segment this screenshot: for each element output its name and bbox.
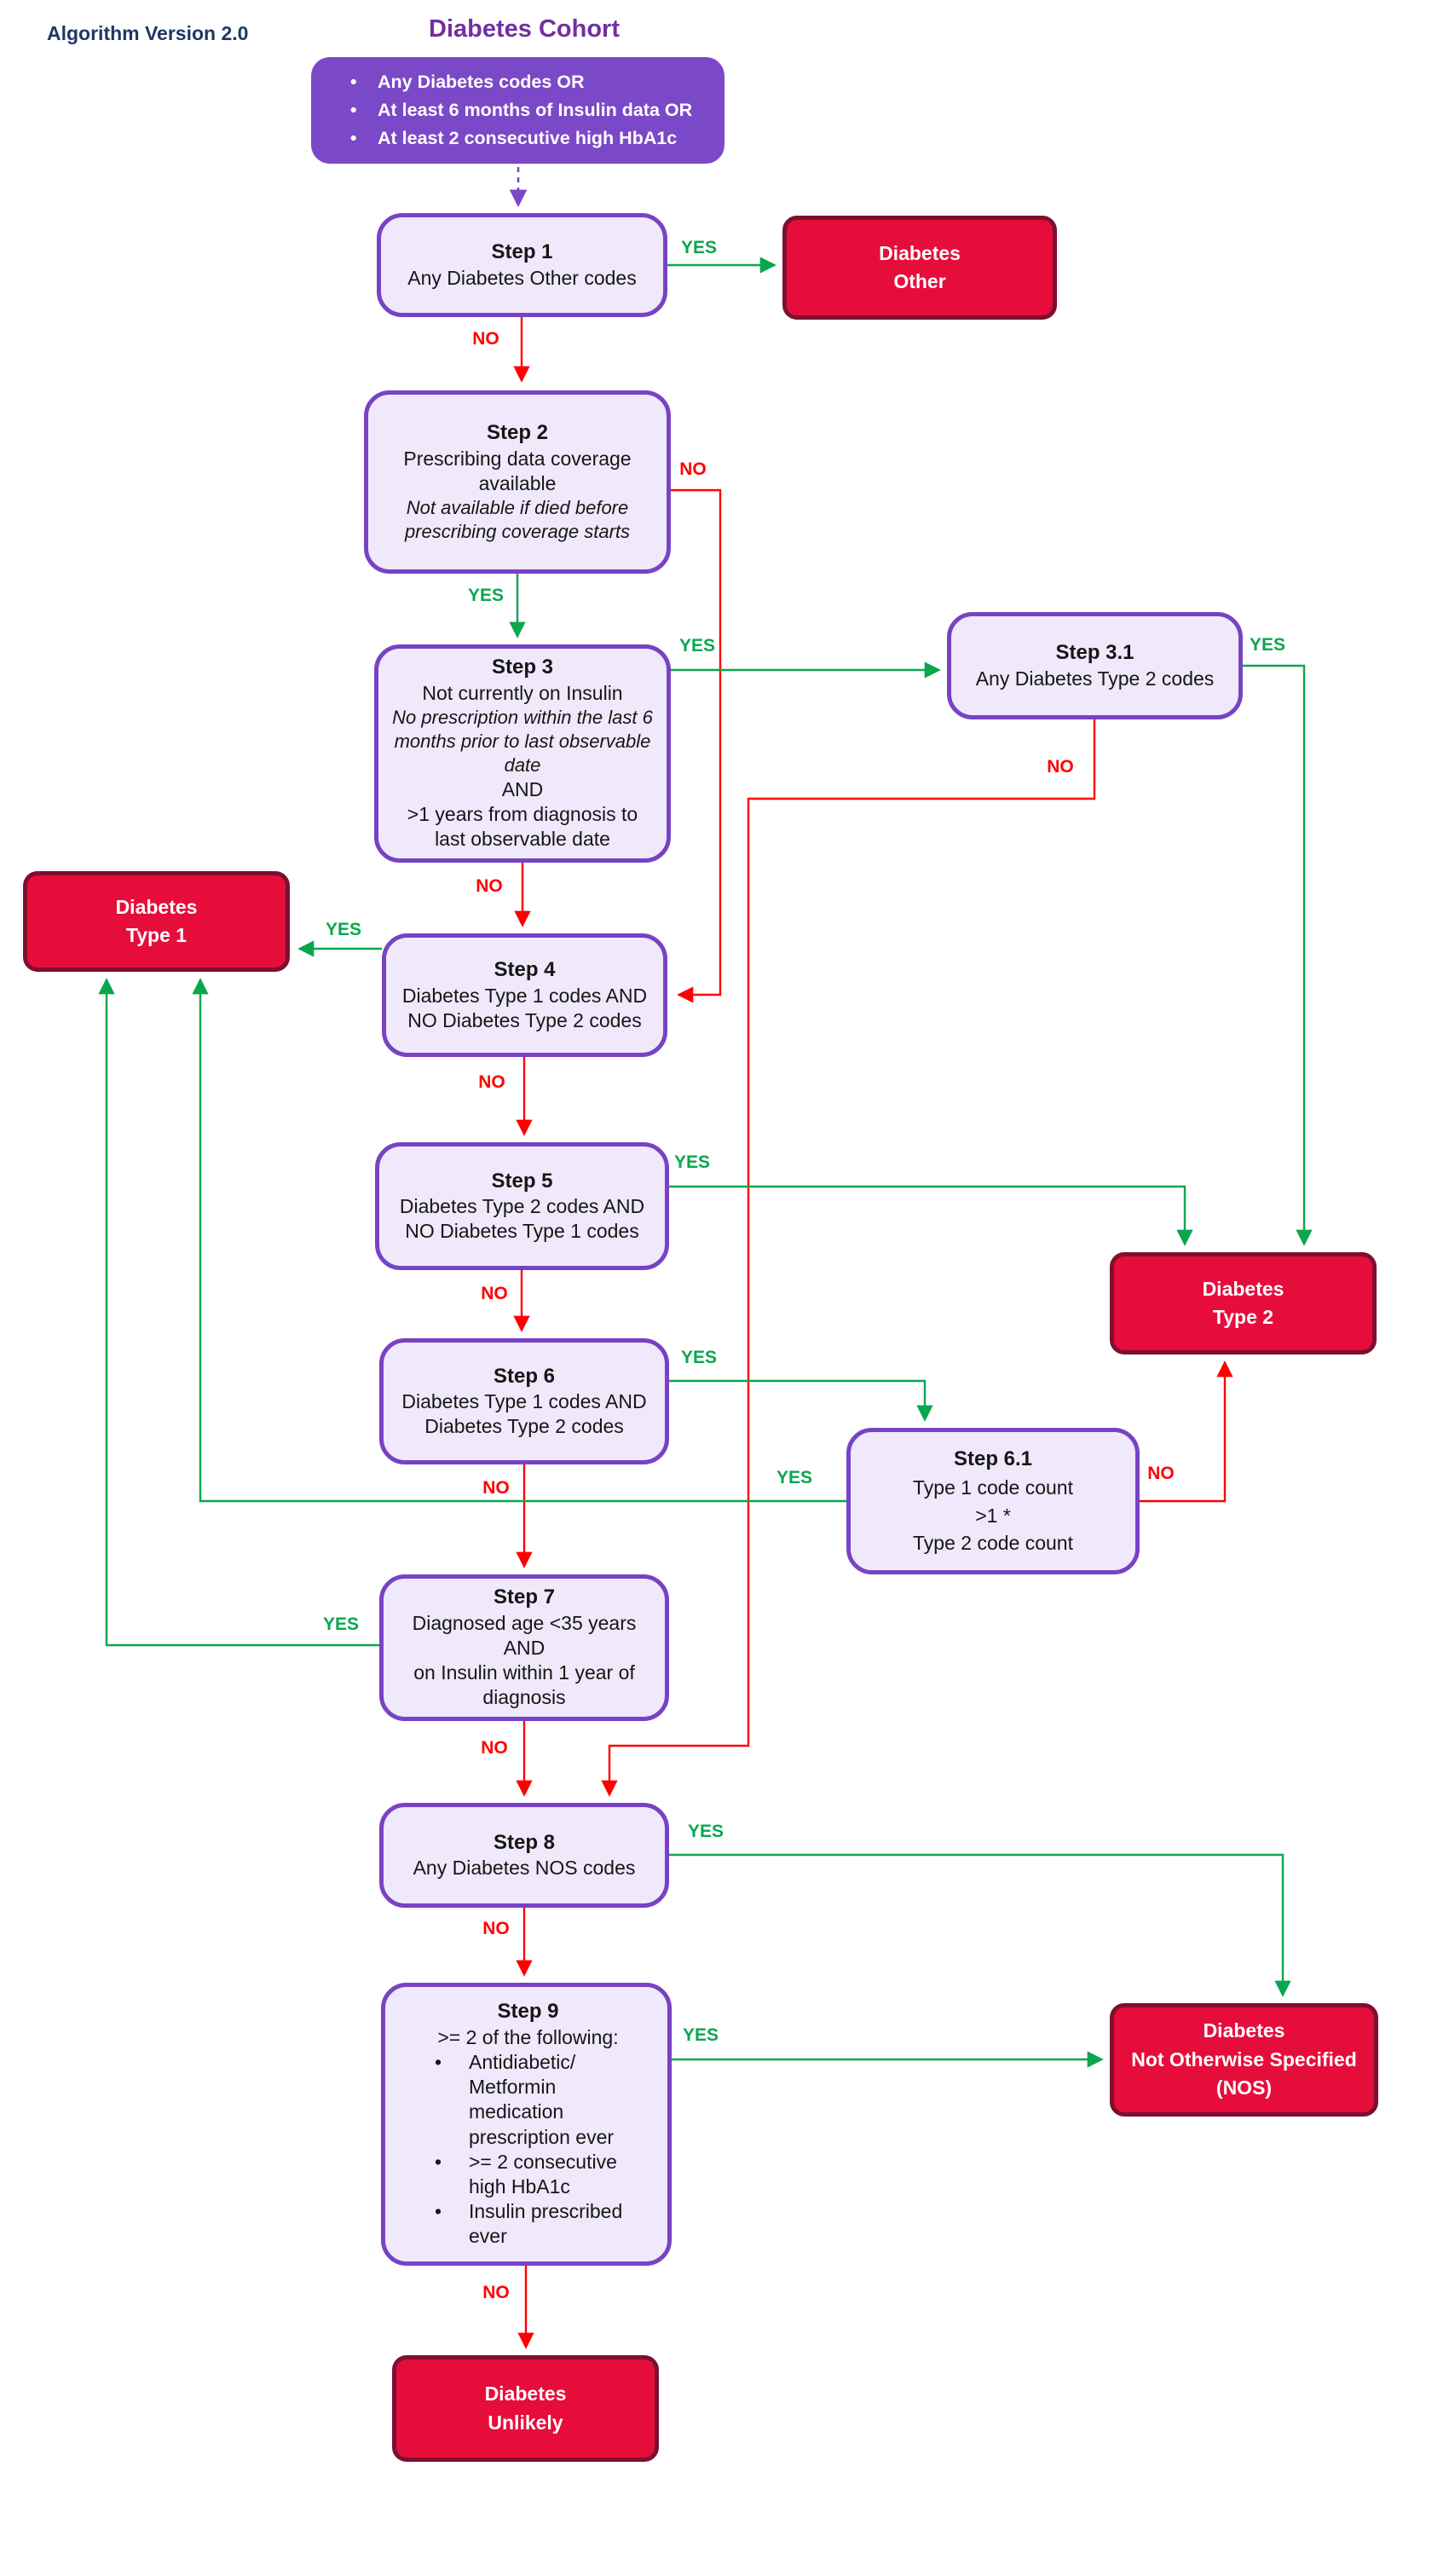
edge-step3-1-yes — [1243, 664, 1313, 1246]
step-4-text: Diabetes Type 1 codes AND NO Diabetes Ty… — [401, 984, 648, 1031]
step-6-1-ratio: >1 * — [975, 1504, 1011, 1527]
entry-bullet: Any Diabetes codes OR — [347, 68, 711, 96]
edge-label-step6-no: NO — [482, 1478, 510, 1498]
step-5-title: Step 5 — [491, 1169, 553, 1193]
edge-label-step3-yes: YES — [678, 636, 716, 656]
step-4-title: Step 4 — [494, 958, 556, 982]
step-8-title: Step 8 — [493, 1830, 556, 1854]
edge-label-step3-1-yes: YES — [1249, 635, 1286, 655]
step-3-note: No prescription within the last 6 months… — [392, 707, 653, 776]
outcome-unlikely-line: Diabetes — [484, 2383, 567, 2406]
edge-label-step1-no: NO — [472, 329, 499, 349]
step-5-text: Diabetes Type 2 codes AND NO Diabetes Ty… — [399, 1195, 645, 1243]
edge-label-step7-yes: YES — [322, 1614, 360, 1634]
step-6-1-title: Step 6.1 — [953, 1447, 1033, 1470]
step-1-title: Step 1 — [491, 240, 553, 264]
step-3-text: Not currently on Insulin — [422, 681, 623, 704]
step-7-box: Step 7 Diagnosed age <35 years AND on In… — [379, 1574, 669, 1721]
edge-label-step9-yes: YES — [682, 2025, 719, 2045]
outcome-type1-line: Diabetes — [115, 895, 198, 918]
step-2-title: Step 2 — [486, 421, 549, 445]
step-3-title: Step 3 — [491, 656, 554, 679]
step-4-box: Step 4 Diabetes Type 1 codes AND NO Diab… — [382, 933, 667, 1057]
step-7-text: Diagnosed age <35 years — [412, 1611, 637, 1634]
algorithm-version-label: Algorithm Version 2.0 — [47, 22, 249, 44]
outcome-type1-line: Type 1 — [125, 924, 188, 946]
outcome-diabetes-other: Diabetes Other — [782, 216, 1057, 320]
edge-label-step5-no: NO — [481, 1284, 508, 1303]
outcome-nos-line: Diabetes — [1203, 2019, 1285, 2042]
step-5-box: Step 5 Diabetes Type 2 codes AND NO Diab… — [375, 1142, 669, 1270]
step-6-text: Diabetes Type 1 codes AND Diabetes Type … — [401, 1390, 647, 1438]
edge-step5-yes — [669, 1185, 1193, 1246]
step-9-box: Step 9 >= 2 of the following: Antidiabet… — [381, 1983, 672, 2266]
step-6-box: Step 6 Diabetes Type 1 codes AND Diabete… — [379, 1338, 669, 1464]
outcome-type2-line: Type 2 — [1212, 1306, 1274, 1328]
outcome-diabetes-unlikely: Diabetes Unlikely — [392, 2355, 659, 2462]
step-7-text2: on Insulin within 1 year of diagnosis — [413, 1661, 635, 1709]
step-2-text: Prescribing data coverage available — [403, 447, 632, 494]
entry-bullet: At least 2 consecutive high HbA1c — [347, 124, 711, 153]
step-8-box: Step 8 Any Diabetes NOS codes — [379, 1803, 669, 1908]
edge-label-step8-yes: YES — [687, 1822, 724, 1841]
edge-step6-1-no — [1140, 1360, 1233, 1503]
step-3-1-title: Step 3.1 — [1055, 641, 1134, 665]
step-8-text: Any Diabetes NOS codes — [413, 1857, 636, 1880]
edge-step6-1-yes — [192, 978, 846, 1503]
edge-label-step4-yes: YES — [325, 920, 362, 939]
edge-label-step4-no: NO — [478, 1072, 505, 1092]
step-9-bullet: >= 2 consecutive high HbA1c — [433, 2150, 652, 2199]
edge-step8-yes — [669, 1853, 1291, 1997]
outcome-other-line: Diabetes — [879, 241, 961, 264]
edge-label-step9-no: NO — [482, 2283, 510, 2302]
outcome-other-line: Other — [893, 270, 946, 292]
edge-label-step6-1-yes: YES — [776, 1468, 813, 1487]
step-3-1-box: Step 3.1 Any Diabetes Type 2 codes — [947, 612, 1243, 719]
step-7-and: AND — [503, 1637, 546, 1660]
edge-step3-1-no — [601, 719, 1096, 1797]
step-9-bullet: Antidiabetic/ Metformin medication presc… — [433, 2050, 652, 2150]
edge-step6-yes — [669, 1379, 933, 1422]
step-6-1-box: Step 6.1 Type 1 code count >1 * Type 2 c… — [846, 1428, 1140, 1574]
outcome-type2-line: Diabetes — [1202, 1277, 1284, 1300]
edge-label-step6-1-no: NO — [1147, 1464, 1175, 1483]
edge-label-step2-yes: YES — [467, 586, 505, 605]
edge-label-step6-yes: YES — [680, 1348, 718, 1367]
outcome-diabetes-type2: Diabetes Type 2 — [1110, 1252, 1377, 1354]
step-3-box: Step 3 Not currently on Insulin No presc… — [374, 644, 671, 863]
outcome-nos-line: (NOS) — [1215, 2076, 1273, 2099]
step-6-1-text2: Type 2 code count — [913, 1532, 1073, 1555]
edge-label-step7-no: NO — [481, 1738, 508, 1758]
step-9-bullet: Insulin prescribed ever — [433, 2199, 652, 2249]
edge-step7-yes — [98, 978, 379, 1647]
step-2-box: Step 2 Prescribing data coverage availab… — [364, 390, 671, 574]
step-3-1-text: Any Diabetes Type 2 codes — [975, 667, 1215, 690]
step-6-1-text: Type 1 code count — [913, 1476, 1073, 1499]
edge-label-step1-yes: YES — [680, 238, 718, 257]
edge-step2-no — [671, 488, 722, 1003]
edge-label-step2-no: NO — [679, 459, 707, 479]
edge-label-step3-no: NO — [476, 876, 503, 896]
step-3-text2: >1 years from diagnosis to last observab… — [407, 803, 638, 851]
edge-label-step5-yes: YES — [673, 1152, 711, 1172]
edge-label-step3-1-no: NO — [1047, 757, 1074, 777]
page-title: Diabetes Cohort — [429, 15, 620, 43]
step-7-title: Step 7 — [493, 1585, 556, 1609]
entry-criteria-box: Any Diabetes codes OR At least 6 months … — [311, 57, 724, 164]
outcome-diabetes-nos: Diabetes Not Otherwise Specified (NOS) — [1110, 2003, 1378, 2117]
step-3-and: AND — [501, 777, 544, 800]
step-9-title: Step 9 — [497, 2000, 559, 2024]
edge-label-step8-no: NO — [482, 1919, 510, 1938]
outcome-unlikely-line: Unlikely — [488, 2411, 563, 2434]
step-1-text: Any Diabetes Other codes — [407, 266, 637, 289]
step-2-note: Not available if died before prescribing… — [404, 497, 631, 542]
outcome-nos-line: Not Otherwise Specified — [1131, 2048, 1357, 2071]
entry-bullet: At least 6 months of Insulin data OR — [347, 96, 711, 124]
step-9-intro: >= 2 of the following: — [437, 2025, 619, 2048]
outcome-diabetes-type1: Diabetes Type 1 — [23, 871, 290, 972]
step-1-box: Step 1 Any Diabetes Other codes — [377, 213, 667, 317]
step-6-title: Step 6 — [493, 1364, 556, 1388]
